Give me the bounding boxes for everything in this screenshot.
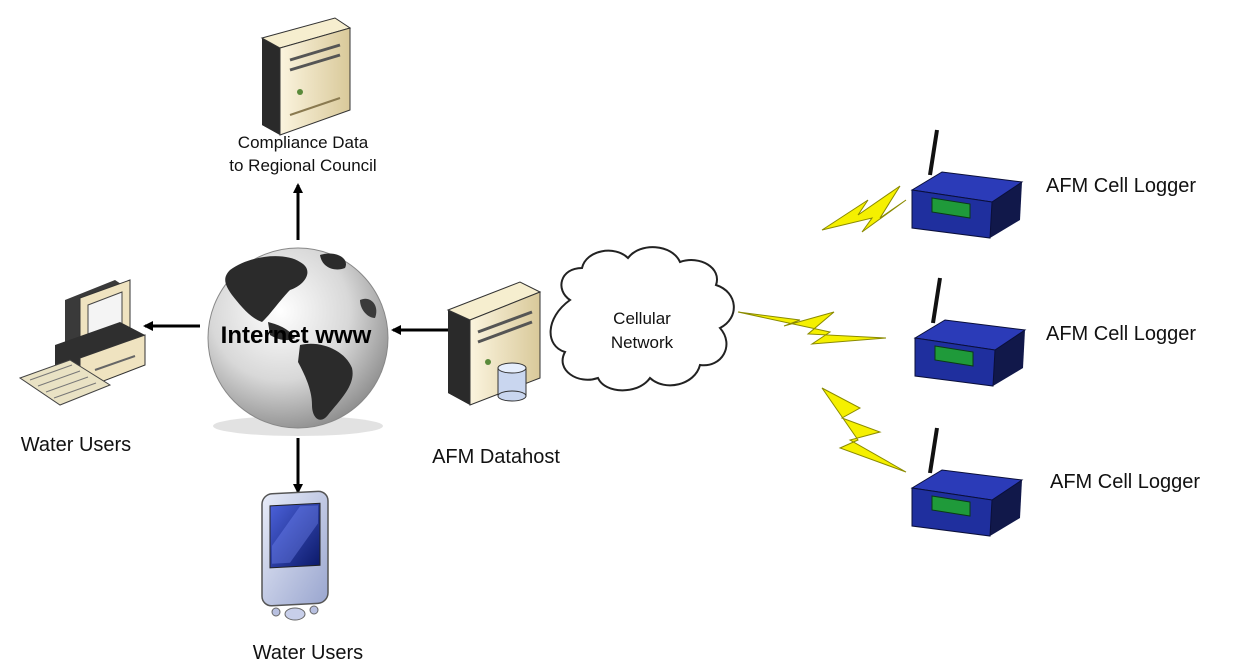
logger-label-1: AFM Cell Logger (1046, 175, 1196, 197)
pda-icon (261, 490, 329, 621)
cloud-icon (549, 246, 735, 392)
compliance-server-icon (260, 17, 352, 136)
lightning-icon-3 (821, 387, 907, 473)
cloud-label-line2: Network (611, 333, 674, 352)
datahost-label: AFM Datahost (432, 446, 560, 468)
cell-logger-icon-3 (910, 427, 1024, 537)
compliance-label-line1: Compliance Data (238, 133, 369, 152)
lightning-icon-2 (737, 311, 887, 345)
logger-label-3: AFM Cell Logger (1050, 471, 1200, 493)
database-icon (497, 362, 527, 402)
compliance-label-line2: to Regional Council (229, 156, 376, 175)
lightning-icon-1 (821, 185, 907, 233)
cell-logger-icon-1 (910, 129, 1024, 239)
mobile-users-label: Water Users (253, 642, 363, 664)
cloud-label-line1: Cellular (613, 309, 671, 328)
internet-label: Internet www (221, 322, 372, 349)
cell-logger-icon-2 (913, 277, 1027, 387)
desktop-computer-icon (18, 279, 146, 406)
datahost-server-icon (446, 281, 542, 406)
logger-label-2: AFM Cell Logger (1046, 323, 1196, 345)
desktop-users-label: Water Users (21, 434, 131, 456)
globe-icon (207, 247, 389, 436)
